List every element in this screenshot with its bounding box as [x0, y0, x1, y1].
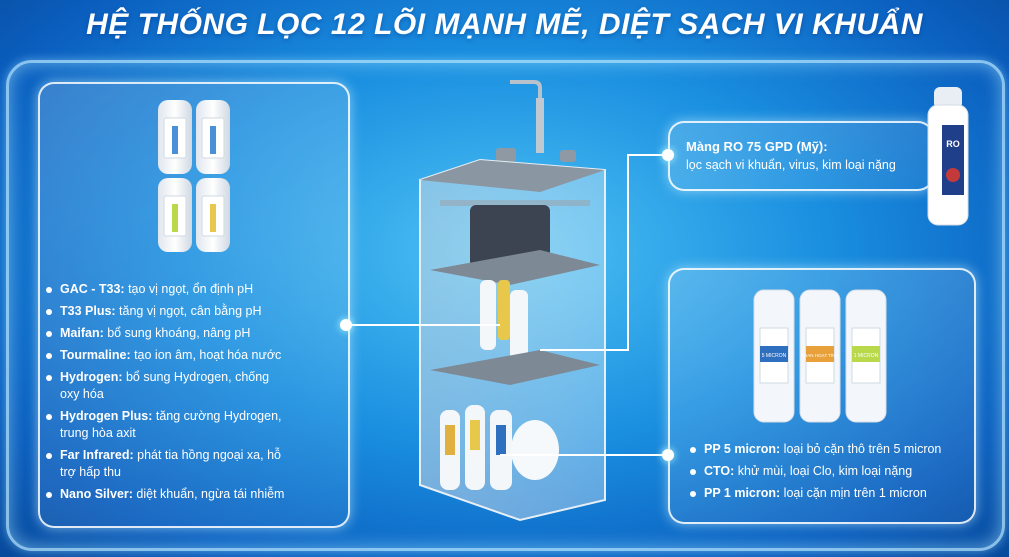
list-item: Tourmaline: tạo ion âm, hoạt hóa nước: [46, 347, 338, 364]
list-item: GAC - T33: tạo vị ngọt, ổn định pH: [46, 281, 338, 298]
page-title: HỆ THỐNG LỌC 12 LÕI MẠNH MẼ, DIỆT SẠCH V…: [86, 8, 923, 41]
svg-text:1 MICRON: 1 MICRON: [854, 353, 879, 359]
ro-membrane-panel: [668, 121, 934, 191]
connector-dot-left: [340, 319, 352, 331]
pre-filter-list: PP 5 micron: loại bỏ cặn thô trên 5 micr…: [690, 441, 970, 507]
list-item: Far Infrared: phát tia hồng ngoại xa, hỗ…: [46, 447, 295, 481]
svg-text:5 MICRON: 5 MICRON: [762, 353, 787, 359]
ro-description: Màng RO 75 GPD (Mỹ): lọc sạch vi khuẩn, …: [686, 139, 896, 172]
ro-membrane-image: RO: [927, 87, 969, 226]
filter-cartridges-image: [158, 100, 230, 252]
water-purifier-image: [419, 80, 606, 522]
svg-text:RO: RO: [946, 139, 960, 149]
list-item: PP 5 micron: loại bỏ cặn thô trên 5 micr…: [690, 441, 970, 458]
left-filter-panel: [38, 82, 350, 528]
list-item: Maifan: bổ sung khoáng, nâng pH: [46, 325, 338, 342]
list-item: PP 1 micron: loại cặn mịn trên 1 micron: [690, 485, 970, 502]
svg-text:THAN HOẠT TÍNH: THAN HOẠT TÍNH: [801, 352, 839, 358]
connector-dot-right: [662, 449, 674, 461]
connector-dot-ro: [662, 149, 674, 161]
list-item: Hydrogen Plus: tăng cường Hydrogen, trun…: [46, 408, 310, 442]
left-filter-list: GAC - T33: tạo vị ngọt, ổn định pH T33 P…: [46, 281, 338, 508]
list-item: Hydrogen: bổ sung Hydrogen, chống oxy hó…: [46, 369, 270, 403]
pre-filter-cartridges-image: 5 MICRON THAN HOẠT TÍNH 1 MICRON: [753, 289, 887, 423]
list-item: Nano Silver: diệt khuẩn, ngừa tái nhiễm: [46, 486, 338, 503]
list-item: CTO: khử mùi, loại Clo, kim loại nặng: [690, 463, 970, 480]
outer-frame: [6, 60, 1005, 551]
list-item: T33 Plus: tăng vị ngọt, cân bằng pH: [46, 303, 338, 320]
